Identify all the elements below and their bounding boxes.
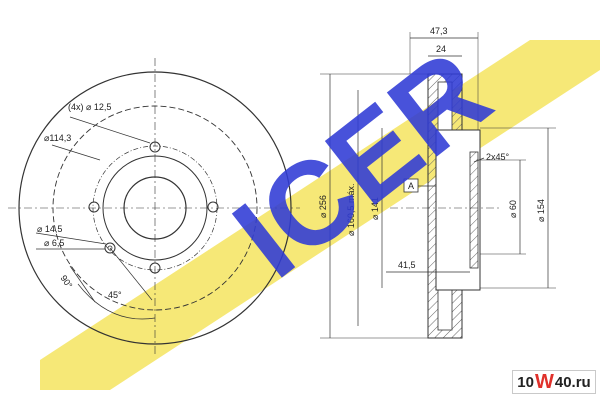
label-width-disc: 24 — [436, 44, 446, 54]
small-hole — [104, 242, 116, 254]
label-dia-256: ⌀ 256 — [318, 195, 328, 218]
leader-chamfer — [473, 157, 485, 163]
site-badge-suffix: 40.ru — [554, 373, 591, 391]
site-badge-prefix: 10 — [517, 373, 534, 391]
label-width-total: 47,3 — [430, 26, 448, 36]
label-chamfer: 2x45° — [486, 152, 510, 162]
hat-wall — [469, 151, 479, 269]
angle-arc — [77, 283, 156, 320]
label-hole-a: ⌀ 14,5 — [37, 224, 62, 234]
label-dia-141: ⌀ 141 — [370, 197, 380, 220]
front-view — [8, 58, 300, 355]
side-view — [320, 32, 556, 339]
datum-box — [403, 178, 419, 193]
label-dia-154: ⌀ 154 — [536, 199, 546, 222]
label-angle-90: 90° — [58, 273, 74, 290]
bolt-hole-right — [207, 201, 219, 213]
datum-label: A — [408, 181, 414, 191]
leader-hole-a — [35, 232, 107, 245]
label-offset: 41,5 — [398, 260, 416, 270]
site-badge-middle: W — [534, 370, 554, 393]
leader-pitch — [51, 144, 101, 161]
label-pitch-circle: ⌀114,3 — [44, 133, 71, 143]
small-hole-inner — [107, 245, 113, 251]
label-hole-b: ⌀ 6,5 — [44, 238, 64, 248]
angle-line-90 — [69, 265, 96, 303]
bolt-hole-top — [149, 141, 161, 153]
leader-bolt-holes — [69, 116, 151, 144]
label-angle-45: 45° — [108, 290, 122, 300]
label-dia-160: ⌀ 160,5 máx. — [346, 184, 356, 236]
angle-line-45 — [109, 247, 153, 301]
label-dia-60: ⌀ 60 — [508, 200, 518, 218]
bolt-hole-left — [88, 201, 100, 213]
label-bolt-holes: (4x) ⌀ 12,5 — [68, 102, 111, 112]
bolt-hole-bottom — [149, 262, 161, 274]
